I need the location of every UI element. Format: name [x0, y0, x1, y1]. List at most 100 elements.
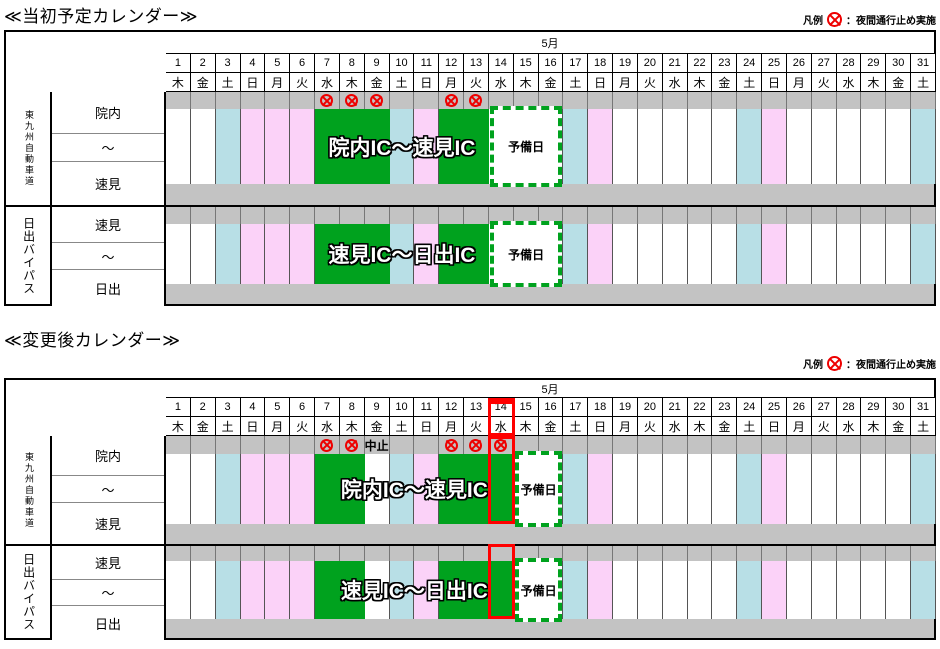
day-number-cell[interactable]: 6	[290, 398, 316, 417]
day-number-cell[interactable]: 16	[538, 54, 564, 73]
calendar-day-cell[interactable]	[166, 454, 191, 524]
calendar-day-cell[interactable]	[339, 224, 365, 284]
calendar-day-cell[interactable]	[637, 224, 663, 284]
day-number-cell[interactable]: 1	[166, 54, 191, 73]
calendar-day-cell[interactable]	[886, 454, 912, 524]
day-number-cell[interactable]: 5	[265, 54, 291, 73]
calendar-day-cell[interactable]	[190, 109, 216, 184]
calendar-day-cell[interactable]	[439, 224, 465, 284]
calendar-day-cell[interactable]	[836, 224, 862, 284]
calendar-day-cell[interactable]	[911, 224, 936, 284]
calendar-day-cell[interactable]	[339, 454, 365, 524]
day-number-cell[interactable]: 2	[190, 398, 216, 417]
calendar-day-cell[interactable]	[215, 454, 241, 524]
calendar-day-cell[interactable]	[662, 224, 688, 284]
calendar-day-cell[interactable]	[364, 561, 390, 619]
day-number-cell[interactable]: 27	[811, 54, 837, 73]
calendar-day-cell[interactable]	[712, 561, 738, 619]
calendar-day-cell[interactable]	[215, 561, 241, 619]
calendar-day-cell[interactable]	[588, 454, 614, 524]
day-number-cell[interactable]: 6	[290, 54, 316, 73]
reserve-day-box[interactable]: 予備日	[514, 558, 563, 622]
calendar-day-cell[interactable]	[488, 454, 514, 524]
day-number-cell[interactable]: 1	[166, 398, 191, 417]
day-number-cell[interactable]: 5	[265, 398, 291, 417]
calendar-day-cell[interactable]	[786, 561, 812, 619]
calendar-day-cell[interactable]	[464, 454, 489, 524]
day-number-cell[interactable]: 7	[315, 54, 340, 73]
day-number-cell[interactable]: 19	[613, 54, 638, 73]
day-number-cell[interactable]: 21	[662, 398, 688, 417]
calendar-day-cell[interactable]	[339, 561, 365, 619]
calendar-day-cell[interactable]	[315, 109, 340, 184]
calendar-day-cell[interactable]	[439, 561, 465, 619]
calendar-day-cell[interactable]	[712, 454, 738, 524]
calendar-day-cell[interactable]	[265, 224, 291, 284]
day-number-cell[interactable]: 11	[414, 398, 440, 417]
calendar-day-cell[interactable]	[464, 224, 489, 284]
calendar-day-cell[interactable]	[811, 561, 837, 619]
calendar-day-cell[interactable]	[215, 224, 241, 284]
calendar-day-cell[interactable]	[737, 109, 763, 184]
calendar-day-cell[interactable]	[414, 454, 440, 524]
calendar-day-cell[interactable]	[563, 224, 589, 284]
calendar-day-cell[interactable]	[861, 109, 887, 184]
calendar-day-cell[interactable]	[687, 454, 713, 524]
day-number-cell[interactable]: 25	[762, 398, 787, 417]
calendar-day-cell[interactable]	[613, 561, 638, 619]
calendar-day-cell[interactable]	[662, 561, 688, 619]
calendar-day-cell[interactable]	[588, 561, 614, 619]
calendar-day-cell[interactable]	[811, 109, 837, 184]
calendar-day-cell[interactable]	[737, 561, 763, 619]
calendar-day-cell[interactable]	[364, 109, 390, 184]
calendar-day-cell[interactable]	[588, 224, 614, 284]
calendar-day-cell[interactable]	[861, 561, 887, 619]
day-number-cell[interactable]: 7	[315, 398, 340, 417]
calendar-day-cell[interactable]	[811, 224, 837, 284]
calendar-day-cell[interactable]	[637, 109, 663, 184]
day-number-cell[interactable]: 22	[687, 54, 713, 73]
day-number-cell[interactable]: 29	[861, 398, 887, 417]
calendar-day-cell[interactable]	[886, 224, 912, 284]
calendar-day-cell[interactable]	[240, 224, 266, 284]
day-number-cell[interactable]: 23	[712, 54, 738, 73]
calendar-day-cell[interactable]	[315, 561, 340, 619]
calendar-day-cell[interactable]	[911, 109, 936, 184]
calendar-day-cell[interactable]	[613, 224, 638, 284]
calendar-day-cell[interactable]	[166, 561, 191, 619]
calendar-day-cell[interactable]	[439, 109, 465, 184]
calendar-day-cell[interactable]	[240, 561, 266, 619]
day-number-cell[interactable]: 3	[215, 398, 241, 417]
calendar-day-cell[interactable]	[662, 454, 688, 524]
calendar-day-cell[interactable]	[414, 561, 440, 619]
calendar-day-cell[interactable]	[786, 109, 812, 184]
day-number-cell[interactable]: 29	[861, 54, 887, 73]
reserve-day-box[interactable]: 予備日	[489, 221, 563, 287]
calendar-day-cell[interactable]	[762, 224, 787, 284]
day-number-cell[interactable]: 13	[464, 54, 489, 73]
calendar-day-cell[interactable]	[687, 224, 713, 284]
calendar-day-cell[interactable]	[613, 454, 638, 524]
calendar-day-cell[interactable]	[166, 109, 191, 184]
day-number-cell[interactable]: 14	[488, 398, 514, 417]
calendar-day-cell[interactable]	[762, 454, 787, 524]
day-number-cell[interactable]: 23	[712, 398, 738, 417]
day-number-cell[interactable]: 26	[786, 398, 812, 417]
calendar-day-cell[interactable]	[389, 109, 415, 184]
day-number-cell[interactable]: 9	[364, 54, 390, 73]
calendar-day-cell[interactable]	[315, 224, 340, 284]
day-number-cell[interactable]: 28	[836, 398, 862, 417]
calendar-day-cell[interactable]	[339, 109, 365, 184]
calendar-day-cell[interactable]	[240, 109, 266, 184]
calendar-day-cell[interactable]	[290, 561, 316, 619]
day-number-cell[interactable]: 26	[786, 54, 812, 73]
calendar-day-cell[interactable]	[563, 109, 589, 184]
calendar-day-cell[interactable]	[637, 454, 663, 524]
calendar-day-cell[interactable]	[687, 561, 713, 619]
day-number-cell[interactable]: 20	[637, 398, 663, 417]
calendar-day-cell[interactable]	[836, 109, 862, 184]
calendar-day-cell[interactable]	[464, 109, 489, 184]
day-number-cell[interactable]: 10	[389, 398, 415, 417]
calendar-day-cell[interactable]	[662, 109, 688, 184]
calendar-day-cell[interactable]	[762, 561, 787, 619]
